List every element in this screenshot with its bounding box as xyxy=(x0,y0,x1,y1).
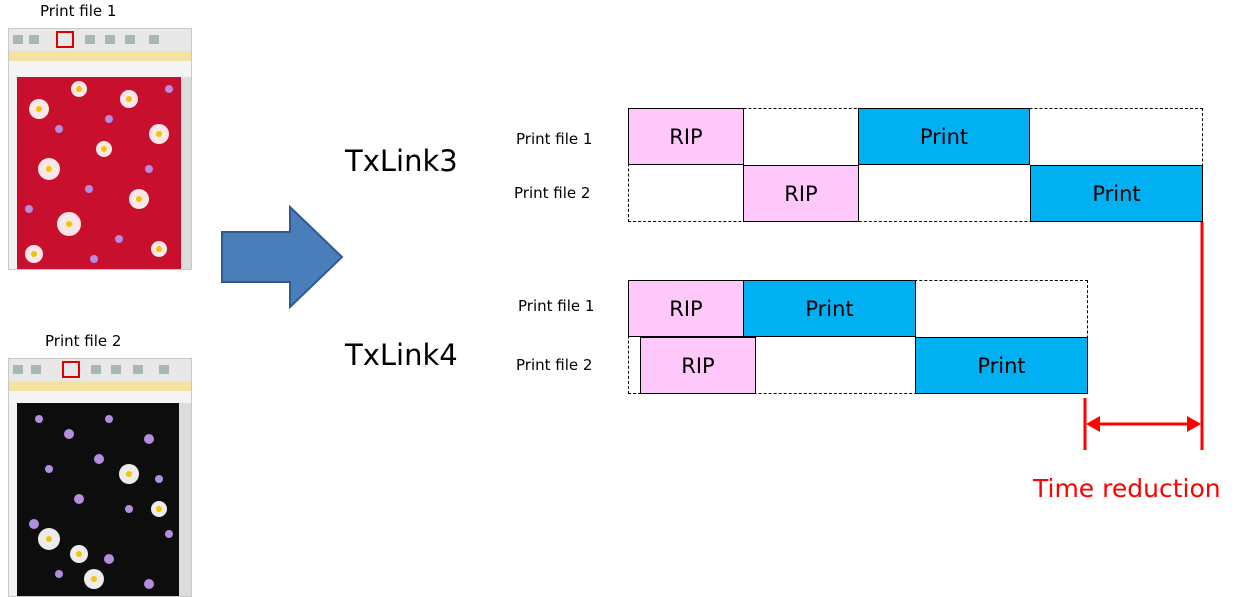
txlink3-label: TxLink3 xyxy=(345,144,458,178)
right-arrow-icon xyxy=(221,205,344,310)
txlink3-row1-label: Print file 1 xyxy=(516,130,593,148)
txlink4-row1-print-segment: Print xyxy=(743,280,916,337)
txlink3-row2-rip-segment: RIP xyxy=(743,165,859,222)
txlink4-row2-label: Print file 2 xyxy=(516,356,593,374)
txlink4-row1-rip-segment: RIP xyxy=(628,280,744,337)
txlink3-row1-rip-segment: RIP xyxy=(628,108,744,165)
txlink4-row1-label: Print file 1 xyxy=(518,297,595,315)
thumbnail-1-caption: Print file 1 xyxy=(40,2,117,20)
black-floral-preview-image xyxy=(9,359,191,596)
txlink3-row2-label: Print file 2 xyxy=(514,184,591,202)
thumbnail-print-file-2 xyxy=(8,358,192,597)
thumbnail-print-file-1 xyxy=(8,28,192,270)
txlink4-row2-rip-segment: RIP xyxy=(640,337,756,394)
thumbnail-2-caption: Print file 2 xyxy=(45,332,122,350)
txlink3-row2-print-segment: Print xyxy=(1030,165,1203,222)
time-reduction-label: Time reduction xyxy=(1033,474,1221,503)
red-floral-preview-image xyxy=(9,29,191,269)
time-reduction-marker xyxy=(1083,222,1204,450)
txlink4-label: TxLink4 xyxy=(345,338,458,372)
txlink3-row1-print-segment: Print xyxy=(858,108,1030,165)
txlink4-row2-print-segment: Print xyxy=(915,337,1088,394)
